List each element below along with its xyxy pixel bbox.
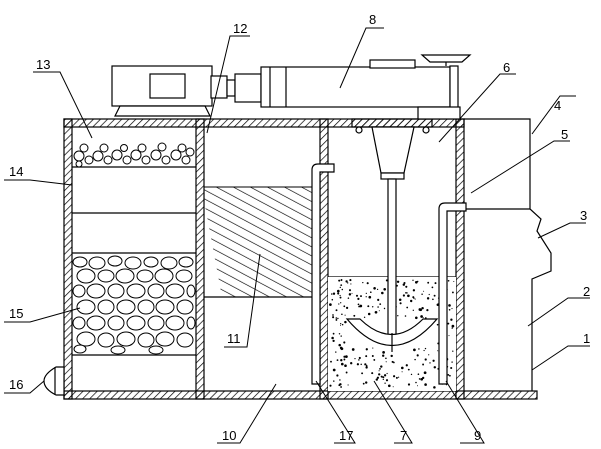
pipe-17 <box>311 163 335 385</box>
pipe-9 <box>438 202 467 385</box>
label-8: 8 <box>369 12 376 27</box>
label-7: 7 <box>400 428 407 443</box>
drive-assembly <box>111 54 472 120</box>
label-2: 2 <box>583 284 590 299</box>
filter-coil <box>204 187 320 297</box>
left-wall <box>63 118 73 400</box>
label-14: 14 <box>9 164 23 179</box>
label-4: 4 <box>554 98 561 113</box>
motor-window <box>149 73 186 99</box>
leader-lines <box>4 27 590 444</box>
label-3: 3 <box>580 208 587 223</box>
label-6: 6 <box>503 60 510 75</box>
callout-labels: 1 2 3 4 5 6 7 8 9 10 11 12 13 14 15 16 1… <box>9 12 590 443</box>
partition-wall-c <box>455 118 465 400</box>
label-5: 5 <box>561 127 568 142</box>
stirrer <box>345 118 439 352</box>
label-10: 10 <box>222 428 236 443</box>
large-pebble-layer <box>72 255 196 355</box>
label-17: 17 <box>339 428 353 443</box>
small-pebble-layer <box>73 142 195 168</box>
tank-body <box>63 118 552 400</box>
label-11: 11 <box>227 331 241 346</box>
right-tank-outline <box>464 118 552 391</box>
label-1: 1 <box>583 331 590 346</box>
label-16: 16 <box>9 377 23 392</box>
partition-wall-a <box>195 118 205 400</box>
bottom-wall <box>63 390 538 400</box>
label-15: 15 <box>9 306 23 321</box>
label-13: 13 <box>36 57 50 72</box>
partition-wall-b <box>319 118 329 400</box>
stirring-paddle-icon <box>345 318 439 347</box>
label-9: 9 <box>474 428 481 443</box>
label-12: 12 <box>233 21 247 36</box>
ram-cylinder <box>260 66 451 108</box>
outlet-valve <box>43 366 65 396</box>
handwheel-icon <box>420 54 472 63</box>
